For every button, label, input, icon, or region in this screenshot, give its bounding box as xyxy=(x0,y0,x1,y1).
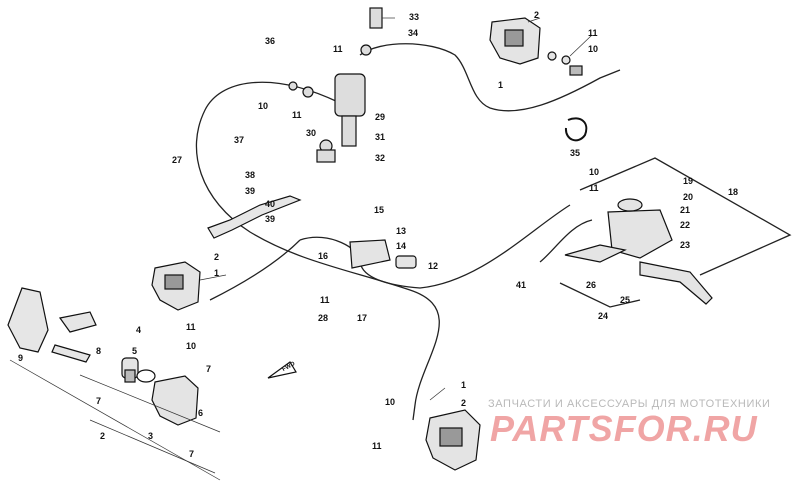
callout-label: 32 xyxy=(375,153,386,163)
caliper-left xyxy=(151,261,201,311)
callout-label: 11 xyxy=(292,110,302,120)
callout-label: 9 xyxy=(18,353,24,363)
callout-label: 4 xyxy=(136,325,142,335)
callout-label: 35 xyxy=(570,148,581,158)
hand-master-cylinder xyxy=(564,198,713,305)
callout-label: 10 xyxy=(385,397,396,407)
callout-label: 1 xyxy=(498,80,504,90)
callout-label: 20 xyxy=(683,192,694,202)
brake-line-41 xyxy=(539,219,593,263)
callout-label: 40 xyxy=(265,199,276,209)
callout-label: 7 xyxy=(206,364,212,374)
assembly-bracket-24 xyxy=(559,282,641,308)
callout-label: 2 xyxy=(461,398,467,408)
callout-label: 38 xyxy=(245,170,256,180)
callout-label: 41 xyxy=(516,280,527,290)
callout-label: 16 xyxy=(318,251,329,261)
callout-label: 19 xyxy=(683,176,694,186)
callout-label: 5 xyxy=(132,346,138,356)
brake-line-27 xyxy=(195,81,440,421)
callout-label: 11 xyxy=(372,441,382,451)
callout-label: 33 xyxy=(409,12,420,22)
brake-line-left xyxy=(209,239,301,301)
callout-label: 11 xyxy=(589,183,599,193)
callout-label: 18 xyxy=(728,187,739,197)
callout-label: 28 xyxy=(318,313,329,323)
callout-label: 30 xyxy=(306,128,317,138)
master-cylinder-29 xyxy=(334,73,366,117)
switch-33 xyxy=(369,7,383,29)
callout-label: 11 xyxy=(186,322,196,332)
callout-label: 15 xyxy=(374,205,385,215)
snap-ring-35 xyxy=(564,117,588,142)
callout-label: 7 xyxy=(96,396,102,406)
banjo-bolt-11 xyxy=(360,44,372,56)
callout-label: 11 xyxy=(333,44,343,54)
callout-label: 8 xyxy=(96,346,102,356)
callout-label: 21 xyxy=(680,205,691,215)
caliper-top-right xyxy=(489,17,583,76)
assembly-bracket-18 xyxy=(579,157,792,276)
callout-label: 37 xyxy=(234,135,245,145)
callout-label: 10 xyxy=(186,341,197,351)
callout-label: 14 xyxy=(396,241,407,251)
callout-label: 10 xyxy=(258,101,269,111)
callout-label: 39 xyxy=(265,214,276,224)
front-direction-marker xyxy=(267,361,297,379)
caliper-bottom-right xyxy=(425,409,481,471)
brake-line-17 xyxy=(299,204,571,289)
callout-label: 26 xyxy=(586,280,597,290)
callout-label: 29 xyxy=(375,112,386,122)
caliper-exploded xyxy=(121,357,199,426)
brake-line-34 xyxy=(359,43,621,112)
callout-label: 12 xyxy=(428,261,439,271)
callout-label: 23 xyxy=(680,240,691,250)
callout-label: 2 xyxy=(534,10,540,20)
bracket-9 xyxy=(7,287,97,363)
junction-block xyxy=(349,239,417,269)
callout-label: 11 xyxy=(320,295,330,305)
callout-label: 6 xyxy=(198,408,204,418)
callout-label: 2 xyxy=(214,252,220,262)
callout-label: 10 xyxy=(588,44,599,54)
callout-label: 1 xyxy=(214,268,220,278)
callout-label: 34 xyxy=(408,28,419,38)
callout-label: 24 xyxy=(598,311,609,321)
callout-label: 3 xyxy=(148,431,154,441)
callout-label: 22 xyxy=(680,220,691,230)
brake-pedal-40 xyxy=(207,195,302,239)
brake-lever-24 xyxy=(639,261,713,305)
callout-label: 17 xyxy=(357,313,368,323)
watermark-logo: PARTSFOR.RU xyxy=(490,408,758,449)
callout-label: 11 xyxy=(588,28,598,38)
callout-label: 27 xyxy=(172,155,183,165)
callout-label: 1 xyxy=(461,380,467,390)
callout-label: 36 xyxy=(265,36,276,46)
watermark-subtitle: ЗАПЧАСТИ И АКСЕССУАРЫ ДЛЯ МОТОТЕХНИКИ xyxy=(488,398,771,410)
callout-label: 2 xyxy=(100,431,106,441)
callout-label: 31 xyxy=(375,132,386,142)
callout-label: 13 xyxy=(396,226,407,236)
callout-label: 7 xyxy=(189,449,195,459)
callout-label: 39 xyxy=(245,186,256,196)
callout-label: 25 xyxy=(620,295,631,305)
callout-label: 10 xyxy=(589,167,600,177)
